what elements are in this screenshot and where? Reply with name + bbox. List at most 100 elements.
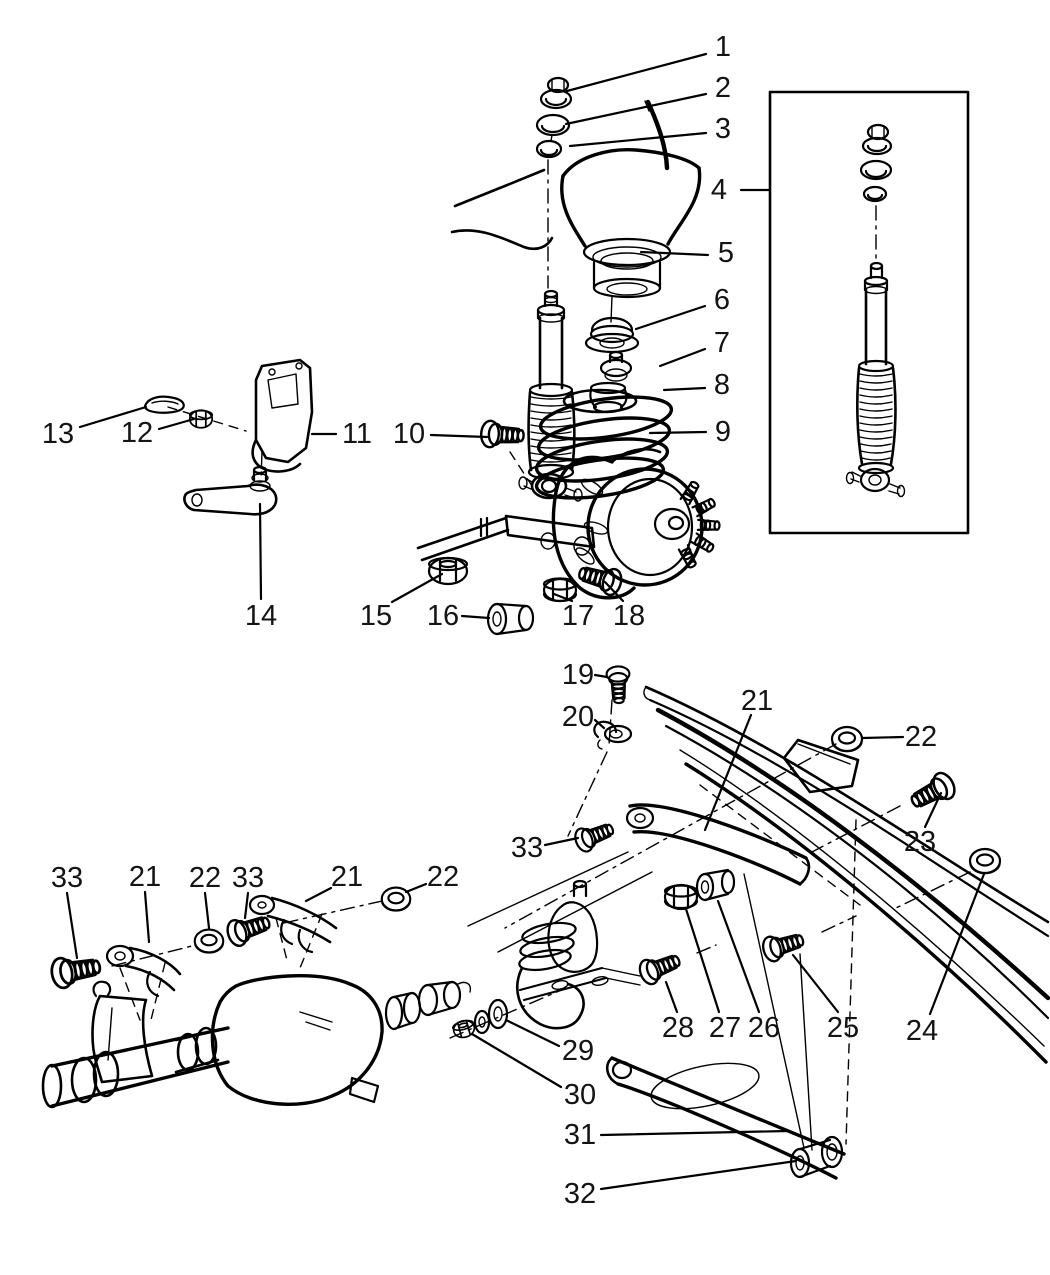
leader-line-30-29 [470, 1032, 563, 1089]
bolt-28-art [635, 947, 685, 988]
leader-line-5-4 [639, 250, 710, 257]
nut-15-art [427, 556, 469, 586]
upper-bushing-art [584, 316, 640, 382]
part-number-28-27: 28 [662, 1012, 694, 1044]
differential-housing-art [210, 974, 422, 1106]
leader-line-19-18 [593, 673, 609, 679]
bolt-25-art [759, 926, 808, 965]
part-number-22-35: 22 [189, 862, 221, 894]
bolt-19-art [605, 664, 632, 705]
shock-tower-art [450, 99, 702, 323]
bracket-11-art [251, 358, 314, 481]
leader-line-15-14 [390, 572, 444, 604]
leader-line-13-12 [78, 405, 148, 429]
part-number-21-34: 21 [129, 861, 161, 893]
leader-line-10-9 [429, 433, 489, 439]
part-number-33-33: 33 [51, 862, 83, 894]
leader-line-2-1 [564, 92, 708, 126]
part-number-17-16: 17 [562, 600, 594, 632]
nut-24-art [968, 847, 1002, 875]
part-number-27-26: 27 [709, 1012, 741, 1044]
inset-detail-box [768, 90, 970, 535]
leader-line-28-27 [664, 980, 679, 1014]
part-number-8-7: 8 [714, 369, 730, 401]
leader-line-25-24 [791, 953, 840, 1014]
leader-line-23-22 [923, 791, 943, 829]
leader-line-27-26 [684, 907, 721, 1014]
part-number-23-22: 23 [904, 826, 936, 858]
part-number-1-0: 1 [715, 31, 731, 63]
washers-29-30-art [449, 987, 567, 1041]
upper-arm-left-2-art [248, 894, 338, 969]
leader-line-22-21 [861, 735, 905, 740]
part-number-29-28: 29 [562, 1035, 594, 1067]
leader-line-1-0 [565, 52, 708, 93]
part-number-5-4: 5 [718, 237, 734, 269]
bolt-23-art [905, 768, 960, 816]
leader-line-12-11 [157, 417, 196, 431]
front-shock-absorber-art [509, 289, 583, 502]
clip-20-art [593, 720, 633, 750]
leader-line-9-8 [648, 430, 708, 435]
leader-line-17-16 [552, 592, 574, 603]
leader-line-33-33 [65, 891, 79, 960]
bushing-16-art [486, 602, 535, 636]
part-number-2-1: 2 [715, 72, 731, 104]
lower-control-arm-art [605, 819, 857, 1180]
axle-ghost-spring-art [518, 921, 577, 972]
part-number-33-36: 33 [232, 862, 264, 894]
leader-line-3-2 [568, 131, 708, 148]
part-number-14-13: 14 [245, 600, 277, 632]
bolt-33-left-2-art [223, 908, 275, 950]
part-number-30-29: 30 [564, 1079, 596, 1111]
part-number-10-9: 10 [393, 418, 425, 450]
part-number-6-5: 6 [714, 284, 730, 316]
shock-bracket-hardware-art [416, 419, 626, 636]
part-number-31-30: 31 [564, 1119, 596, 1151]
leader-line-21-20 [703, 713, 753, 832]
leader-line-26-25 [716, 899, 761, 1014]
leader-line-22-35 [203, 891, 211, 930]
leader-line-22-38 [404, 882, 428, 894]
part-number-25-24: 25 [827, 1012, 859, 1044]
coil-spring-art [534, 388, 674, 500]
bushing-32-art [789, 1135, 844, 1179]
axle-bracket-left-art [91, 980, 154, 1084]
part-number-33-32: 33 [511, 832, 543, 864]
part-number-9-8: 9 [715, 416, 731, 448]
leader-line-24-23 [928, 872, 986, 1016]
leader-line-6-5 [634, 304, 707, 331]
nut-30-art [450, 1017, 478, 1041]
part-number-11-10: 11 [342, 418, 372, 450]
frame-rail-art [643, 685, 1050, 1064]
upper-mount-hardware-art [535, 76, 573, 289]
leader-line-21-37 [304, 886, 333, 903]
part-number-16-15: 16 [427, 600, 459, 632]
axle-assembly-art [41, 886, 567, 1109]
part-number-15-14: 15 [360, 600, 392, 632]
part-number-18-17: 18 [613, 600, 645, 632]
part-number-20-19: 20 [562, 701, 594, 733]
part-number-19-18: 19 [562, 659, 594, 691]
bushing-26-art [695, 868, 736, 902]
leader-line-29-28 [504, 1018, 561, 1048]
part-number-22-38: 22 [427, 861, 459, 893]
leader-line-8-7 [662, 386, 707, 392]
leader-line-7-6 [658, 347, 707, 368]
leader-line-33-32 [543, 836, 580, 847]
nut-27-art [663, 883, 699, 911]
stabilizer-bracket-group-art [143, 358, 314, 516]
part-number-7-6: 7 [714, 327, 730, 359]
leader-line-14-13 [258, 502, 263, 601]
bolt-10-art [479, 419, 526, 451]
part-number-21-37: 21 [331, 861, 363, 893]
part-number-22-21: 22 [905, 721, 937, 753]
nut-17-art [542, 577, 578, 603]
leader-line-21-34 [143, 890, 151, 944]
axle-knuckle-ghost-art [547, 879, 599, 973]
leader-line-18-17 [603, 580, 625, 603]
part-number-12-11: 12 [121, 417, 153, 449]
part-number-3-2: 3 [715, 113, 731, 145]
